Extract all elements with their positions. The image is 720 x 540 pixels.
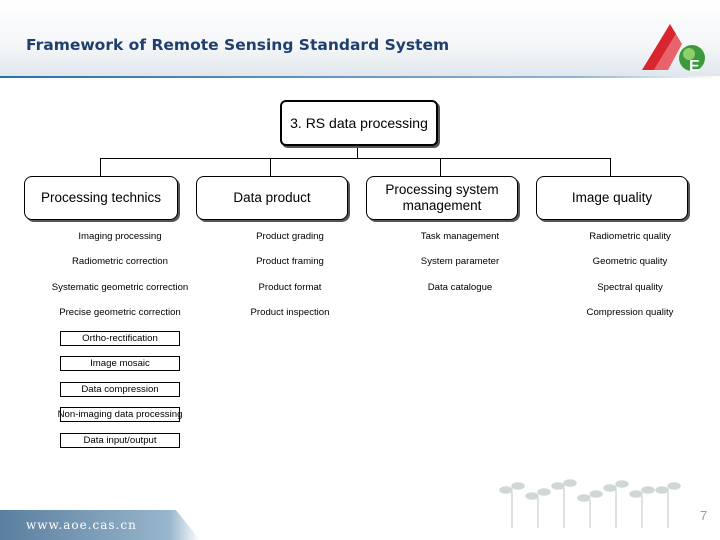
leaf-item: Data catalogue bbox=[427, 282, 493, 293]
page-number: 7 bbox=[700, 508, 708, 523]
category-label: Image quality bbox=[571, 190, 653, 206]
footer-url: www.aoe.cas.cn bbox=[26, 518, 137, 532]
category-label: Processing system management bbox=[385, 182, 499, 213]
leaf-item: Imaging processing bbox=[78, 231, 162, 242]
page-title: Framework of Remote Sensing Standard Sys… bbox=[26, 36, 450, 54]
root-label: 3. RS data processing bbox=[290, 114, 428, 131]
leaf-item: Product format bbox=[258, 282, 322, 293]
footer-band bbox=[0, 510, 200, 540]
leaf-item: Product inspection bbox=[250, 307, 330, 318]
connector-cat-2 bbox=[270, 158, 271, 176]
connector-cat-4 bbox=[610, 158, 611, 176]
connector-cat-3 bbox=[440, 158, 441, 176]
leaf-item: Image mosaic bbox=[60, 356, 180, 371]
leaf-item: Spectral quality bbox=[597, 282, 663, 293]
leaf-item: Geometric quality bbox=[592, 256, 668, 267]
leaf-item: Radiometric correction bbox=[72, 256, 168, 267]
leaf-item: Systematic geometric correction bbox=[51, 282, 189, 293]
leaf-item: Task management bbox=[420, 231, 500, 242]
category-label: Data product bbox=[233, 190, 311, 206]
category-image-quality: Image quality bbox=[536, 176, 688, 220]
seedlings-decoration-icon bbox=[499, 479, 681, 528]
leaf-item: Radiometric quality bbox=[589, 231, 671, 242]
connector-horizontal bbox=[100, 158, 611, 159]
leaf-item: Product grading bbox=[256, 231, 324, 242]
connector-cat-1 bbox=[100, 158, 101, 176]
leaf-item: System parameter bbox=[420, 256, 500, 267]
category-label: Processing technics bbox=[40, 190, 162, 206]
header-rule bbox=[0, 76, 720, 78]
root-node: 3. RS data processing bbox=[280, 100, 438, 146]
leaf-item: Ortho-rectification bbox=[60, 331, 180, 346]
category-processing-system-management: Processing system management bbox=[366, 176, 518, 220]
header-band bbox=[0, 0, 720, 78]
connector-root-down bbox=[357, 143, 358, 158]
category-data-product: Data product bbox=[196, 176, 348, 220]
leaf-item: Data input/output bbox=[60, 433, 180, 448]
leaf-item: Data compression bbox=[60, 382, 180, 397]
leaf-item: Compression quality bbox=[586, 307, 674, 318]
institution-logo-icon: E bbox=[642, 24, 705, 74]
logo-letter: E bbox=[689, 58, 700, 74]
leaf-item: Non-imaging data processing bbox=[57, 407, 183, 422]
category-processing-technics: Processing technics bbox=[24, 176, 178, 220]
leaf-item: Product framing bbox=[256, 256, 324, 267]
leaf-item: Precise geometric correction bbox=[59, 307, 181, 318]
